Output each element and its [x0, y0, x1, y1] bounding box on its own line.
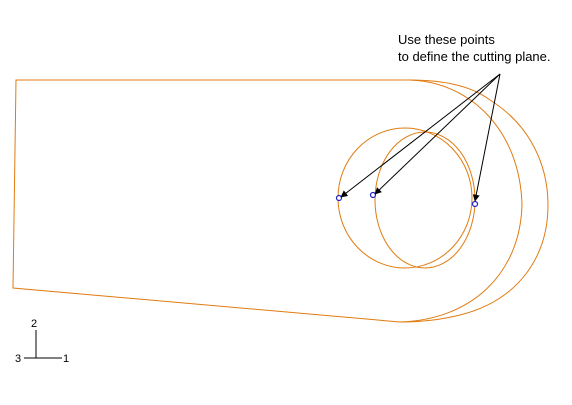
selection-points[interactable]: [335, 191, 479, 208]
part-back-outline: [399, 79, 549, 323]
part-geometry: [12, 79, 549, 323]
annotation-text: Use these points to define the cutting p…: [398, 31, 551, 65]
triad-label-3: 3: [15, 353, 21, 365]
leader-arrows: [340, 73, 501, 202]
hole-back-edge: [374, 131, 476, 269]
arrow-to-point-1: [340, 73, 501, 198]
coordinate-triad: [24, 330, 62, 359]
part-front-outline: [12, 79, 523, 323]
annotation-line-2: to define the cutting plane.: [398, 49, 551, 64]
triad-label-2: 2: [31, 318, 37, 330]
cut-point-2[interactable]: [369, 191, 377, 199]
cut-point-3[interactable]: [471, 200, 479, 208]
cut-point-1[interactable]: [335, 194, 343, 202]
triad-label-1: 1: [63, 353, 69, 365]
arrow-to-point-3: [472, 73, 501, 202]
hole-front-edge: [337, 127, 473, 269]
arrow-to-point-2: [374, 73, 501, 195]
annotation-line-1: Use these points: [398, 32, 495, 47]
